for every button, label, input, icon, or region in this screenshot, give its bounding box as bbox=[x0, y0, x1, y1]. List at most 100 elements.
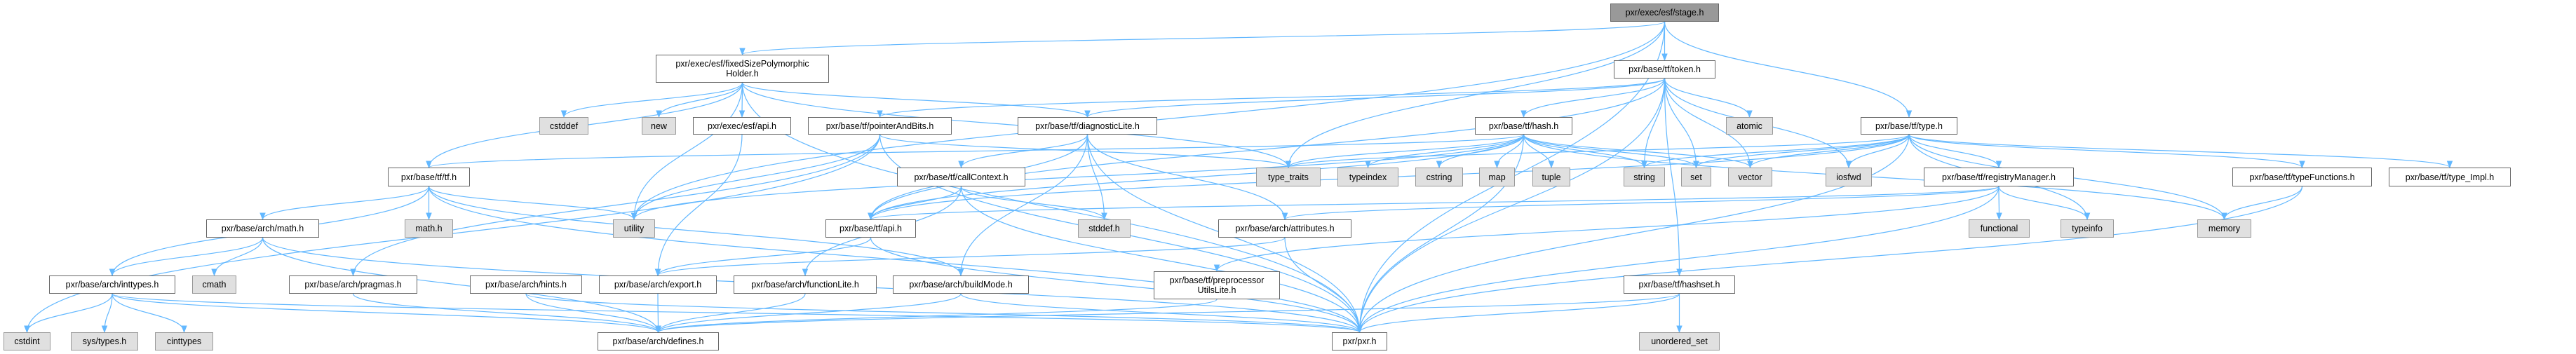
node-cstring: cstring bbox=[1415, 168, 1463, 186]
node-label: pxr/base/arch/export.h bbox=[614, 280, 702, 290]
node-preproc[interactable]: pxr/base/tf/preprocessor UtilsLite.h bbox=[1154, 271, 1280, 299]
node-cinttypes: cinttypes bbox=[155, 332, 213, 350]
edge-pointerAndBits-to-utility bbox=[630, 134, 881, 221]
node-label: pxr/base/tf/typeFunctions.h bbox=[2249, 172, 2355, 182]
node-typeFunctions[interactable]: pxr/base/tf/typeFunctions.h bbox=[2232, 168, 2372, 186]
edge-token-to-pointerAndBits bbox=[877, 78, 1666, 118]
edge-archMath-to-cmath bbox=[211, 237, 264, 277]
node-pragmas[interactable]: pxr/base/arch/pragmas.h bbox=[289, 275, 417, 294]
node-functionLite[interactable]: pxr/base/arch/functionLite.h bbox=[734, 275, 877, 294]
node-fixedSize[interactable]: pxr/exec/esf/fixedSizePolymorphic Holder… bbox=[656, 55, 829, 83]
edge-hashset-to-pxr bbox=[1356, 293, 1680, 334]
node-tfApi[interactable]: pxr/base/tf/api.h bbox=[825, 219, 916, 238]
edge-pragmas-to-defines bbox=[352, 293, 661, 334]
edge-diagnosticLite-to-buildMode bbox=[957, 134, 1088, 277]
node-label: cinttypes bbox=[166, 336, 202, 346]
edge-tf-to-buildMode bbox=[428, 186, 964, 277]
node-label: cmath bbox=[202, 280, 227, 290]
node-archMath[interactable]: pxr/base/arch/math.h bbox=[206, 219, 319, 238]
edge-typeFunctions-to-memory bbox=[2221, 186, 2303, 221]
node-label: pxr/exec/esf/fixedSizePolymorphic Holder… bbox=[675, 59, 809, 79]
edge-tf-to-utility bbox=[428, 186, 638, 221]
node-label: pxr/base/arch/inttypes.h bbox=[65, 280, 159, 290]
node-type[interactable]: pxr/base/tf/type.h bbox=[1861, 117, 1957, 135]
edge-token-to-tfApi bbox=[868, 78, 1666, 221]
edge-callContext-to-pxr bbox=[960, 186, 1363, 334]
node-registryManager[interactable]: pxr/base/tf/registryManager.h bbox=[1924, 168, 2074, 186]
edge-stage-to-type bbox=[1664, 21, 1913, 118]
node-diagnosticLite[interactable]: pxr/base/tf/diagnosticLite.h bbox=[1018, 117, 1157, 135]
node-cmath: cmath bbox=[192, 275, 236, 294]
edge-pointerAndBits-to-pragmas bbox=[350, 134, 881, 277]
node-label: utility bbox=[623, 224, 645, 233]
edge-esfApi-to-export bbox=[654, 134, 743, 277]
node-label: stddef.h bbox=[1088, 224, 1120, 233]
edge-archMath-to-defines bbox=[262, 237, 661, 334]
node-new: new bbox=[642, 117, 676, 135]
node-label: pxr/base/tf/preprocessor UtilsLite.h bbox=[1169, 275, 1265, 295]
node-label: pxr/base/tf/token.h bbox=[1628, 64, 1701, 74]
edge-registryManager-to-pxr bbox=[1356, 186, 2000, 334]
edge-type-to-typeImpl bbox=[1908, 134, 2453, 169]
edge-archMath-to-inttypes bbox=[109, 237, 264, 277]
node-label: cstdint bbox=[14, 336, 40, 346]
edge-hash-to-vector bbox=[1523, 134, 1753, 169]
edge-type-to-pxr bbox=[1356, 134, 1910, 334]
edge-registryManager-to-functional bbox=[1996, 186, 2002, 221]
edge-registryManager-to-preproc bbox=[1213, 186, 2000, 273]
edge-registryManager-to-typeinfo bbox=[1998, 186, 2091, 221]
node-label: pxr/pxr.h bbox=[1342, 336, 1377, 346]
node-defines[interactable]: pxr/base/arch/defines.h bbox=[598, 332, 719, 350]
edge-token-to-hash bbox=[1520, 78, 1666, 118]
node-vector: vector bbox=[1728, 168, 1772, 186]
edge-hash-to-memory bbox=[1523, 134, 2227, 221]
node-pointerAndBits[interactable]: pxr/base/tf/pointerAndBits.h bbox=[808, 117, 952, 135]
edge-tfApi-to-export bbox=[654, 237, 872, 277]
node-label: memory bbox=[2208, 224, 2241, 233]
edge-typeFunctions-to-pxr bbox=[1356, 186, 2303, 334]
edge-diagnosticLite-to-callContext bbox=[958, 134, 1088, 169]
edge-type-to-registryManager bbox=[1908, 134, 2002, 169]
edge-export-to-defines bbox=[655, 293, 661, 334]
edge-pointerAndBits-to-cstdint bbox=[24, 134, 881, 334]
node-memory: memory bbox=[2197, 219, 2251, 238]
node-utility: utility bbox=[613, 219, 655, 238]
node-export[interactable]: pxr/base/arch/export.h bbox=[599, 275, 717, 294]
node-label: pxr/exec/esf/api.h bbox=[708, 121, 776, 131]
edge-fixedSize-to-new bbox=[656, 82, 743, 118]
node-hashset[interactable]: pxr/base/tf/hashset.h bbox=[1624, 275, 1735, 294]
node-label: iosfwd bbox=[1836, 172, 1861, 182]
node-inttypes[interactable]: pxr/base/arch/inttypes.h bbox=[49, 275, 175, 294]
node-label: cstring bbox=[1426, 172, 1452, 182]
node-label: typeindex bbox=[1349, 172, 1387, 182]
edge-preproc-to-defines bbox=[655, 299, 1218, 334]
node-callContext[interactable]: pxr/base/tf/callContext.h bbox=[897, 168, 1025, 186]
node-systypes: sys/types.h bbox=[71, 332, 138, 350]
node-label: string bbox=[1633, 172, 1655, 182]
edge-type-to-type_traits bbox=[1286, 134, 1910, 169]
node-label: new bbox=[651, 121, 667, 131]
edge-hashset-to-defines bbox=[655, 293, 1680, 334]
node-pxr[interactable]: pxr/pxr.h bbox=[1332, 332, 1387, 350]
edge-fixedSize-to-type_traits bbox=[741, 82, 1292, 169]
edge-token-to-diagnosticLite bbox=[1084, 78, 1666, 118]
node-esfApi[interactable]: pxr/exec/esf/api.h bbox=[693, 117, 791, 135]
edge-registryManager-to-tfApi bbox=[868, 186, 2000, 221]
edge-hash-to-utility bbox=[630, 134, 1525, 221]
edge-registryManager-to-attributes bbox=[1282, 186, 2000, 221]
node-buildMode[interactable]: pxr/base/arch/buildMode.h bbox=[893, 275, 1029, 294]
node-attributes[interactable]: pxr/base/arch/attributes.h bbox=[1218, 219, 1351, 238]
node-hints[interactable]: pxr/base/arch/hints.h bbox=[470, 275, 582, 294]
node-label: unordered_set bbox=[1651, 336, 1708, 346]
node-label: cstddef bbox=[549, 121, 579, 131]
node-typeImpl[interactable]: pxr/base/tf/type_Impl.h bbox=[2389, 168, 2511, 186]
edge-type-to-string bbox=[1641, 134, 1910, 169]
node-hash[interactable]: pxr/base/tf/hash.h bbox=[1475, 117, 1572, 135]
node-token[interactable]: pxr/base/tf/token.h bbox=[1614, 60, 1715, 79]
node-string: string bbox=[1624, 168, 1665, 186]
edge-diagnosticLite-to-attributes bbox=[1086, 134, 1288, 221]
node-label: pxr/base/tf/registryManager.h bbox=[1942, 172, 2056, 182]
edge-inttypes-to-pxr bbox=[112, 293, 1363, 334]
node-tf[interactable]: pxr/base/tf/tf.h bbox=[388, 168, 470, 186]
edge-buildMode-to-defines bbox=[655, 293, 962, 334]
